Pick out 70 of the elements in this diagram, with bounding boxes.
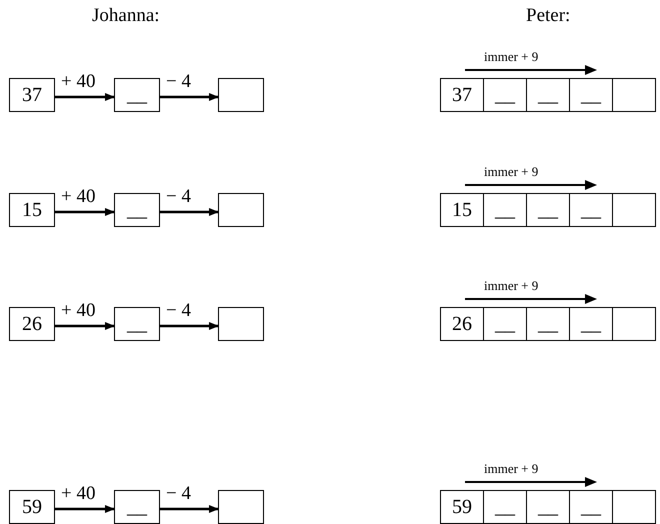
box-text: __ xyxy=(495,314,515,334)
table-cell xyxy=(569,307,613,341)
answer-box xyxy=(218,193,264,227)
table-cell xyxy=(483,193,527,227)
box-text: __ xyxy=(127,85,147,105)
box-text: __ xyxy=(538,497,558,517)
answer-box xyxy=(9,307,55,341)
arrow xyxy=(160,505,219,513)
arrow xyxy=(55,93,115,101)
box-text: 26 xyxy=(22,314,42,334)
table-cell xyxy=(612,193,656,227)
rule-label: immer + 9 xyxy=(484,462,538,475)
table-cell xyxy=(483,307,527,341)
arrow xyxy=(160,322,219,330)
answer-box xyxy=(218,78,264,112)
box-text: __ xyxy=(581,497,601,517)
table-cell xyxy=(526,193,570,227)
answer-box xyxy=(114,307,160,341)
box-text: __ xyxy=(538,314,558,334)
box-text: __ xyxy=(127,497,147,517)
answer-box xyxy=(9,490,55,524)
table-cell xyxy=(569,78,613,112)
heading: Peter: xyxy=(526,6,570,25)
answer-box xyxy=(218,490,264,524)
answer-box xyxy=(114,490,160,524)
box-text: __ xyxy=(495,200,515,220)
box-text: 37 xyxy=(452,85,472,105)
table-cell xyxy=(440,193,484,227)
table-cell xyxy=(483,78,527,112)
table-cell xyxy=(569,490,613,524)
table-cell xyxy=(483,490,527,524)
table-cell xyxy=(612,78,656,112)
answer-box xyxy=(218,307,264,341)
box-text: __ xyxy=(581,200,601,220)
rule-label: immer + 9 xyxy=(484,50,538,63)
rule-label: immer + 9 xyxy=(484,165,538,178)
box-text: 59 xyxy=(22,497,42,517)
box-text: __ xyxy=(127,200,147,220)
arrow xyxy=(160,208,219,216)
arrow xyxy=(55,505,115,513)
answer-box xyxy=(114,78,160,112)
answer-box xyxy=(114,193,160,227)
table-cell xyxy=(612,490,656,524)
answer-box xyxy=(9,193,55,227)
table-cell xyxy=(612,307,656,341)
box-text: __ xyxy=(581,85,601,105)
heading: Johanna: xyxy=(92,6,160,25)
table-cell xyxy=(569,193,613,227)
table-cell xyxy=(526,78,570,112)
box-text: __ xyxy=(538,85,558,105)
arrow xyxy=(55,322,115,330)
box-text: __ xyxy=(127,314,147,334)
box-text: __ xyxy=(495,497,515,517)
box-text: 15 xyxy=(452,200,472,220)
box-text: __ xyxy=(538,200,558,220)
box-text: 15 xyxy=(22,200,42,220)
arrow xyxy=(160,93,219,101)
box-text: __ xyxy=(495,85,515,105)
box-text: __ xyxy=(581,314,601,334)
table-cell xyxy=(440,307,484,341)
box-text: 59 xyxy=(452,497,472,517)
arrow xyxy=(55,208,115,216)
box-text: 37 xyxy=(22,85,42,105)
table-cell xyxy=(440,490,484,524)
box-text: 26 xyxy=(452,314,472,334)
table-cell xyxy=(526,490,570,524)
answer-box xyxy=(9,78,55,112)
rule-label: immer + 9 xyxy=(484,279,538,292)
table-cell xyxy=(526,307,570,341)
table-cell xyxy=(440,78,484,112)
